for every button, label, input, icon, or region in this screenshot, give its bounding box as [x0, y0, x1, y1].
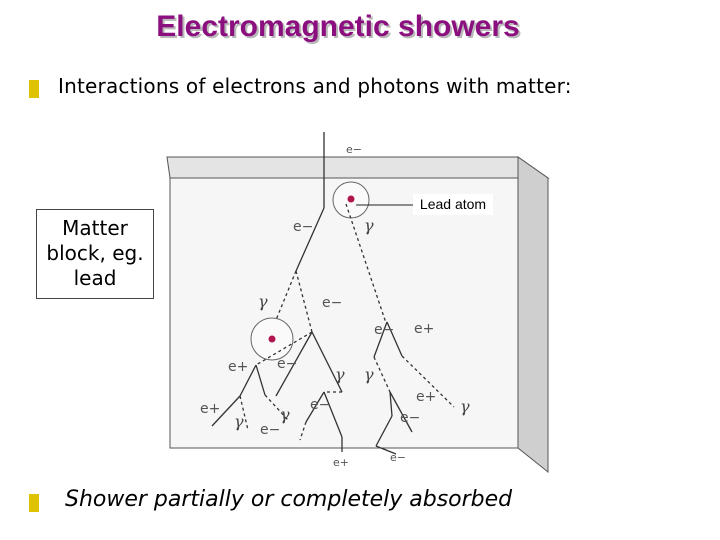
block-side-face: [517, 156, 549, 474]
bullet-marker: [29, 494, 39, 512]
slide-title: Electromagnetic showers: [156, 10, 520, 43]
track-electron: [373, 321, 388, 358]
label-electron: e−: [322, 295, 343, 311]
bullet-text-interactions: Interactions of electrons and photons wi…: [58, 74, 572, 98]
label-positron: e+: [228, 359, 249, 375]
label-positron: e+: [414, 321, 435, 337]
track-electron: [295, 207, 325, 272]
track-electron: [275, 331, 313, 397]
track-photon: [275, 270, 297, 321]
bullet-text-absorbed: Shower partially or completely absorbed: [65, 487, 513, 512]
track-electron: [311, 331, 343, 393]
label-electron: e−: [390, 451, 406, 464]
track-photon: [373, 356, 391, 393]
lead-atom-label: Lead atom: [413, 194, 493, 215]
label-electron: e−: [260, 422, 281, 438]
label-electron: e−: [293, 219, 314, 235]
track-electron: [239, 364, 257, 397]
label-photon: γ: [258, 292, 268, 311]
block-front-face: [169, 177, 519, 449]
track-positron: [305, 391, 325, 423]
track-positron: [211, 395, 241, 427]
label-photon: γ: [335, 365, 345, 384]
label-electron: e−: [277, 356, 298, 372]
label-positron: e+: [416, 389, 437, 405]
track-photon: [401, 355, 455, 408]
track-electron: [389, 391, 393, 417]
label-photon: γ: [364, 365, 374, 384]
label-photon: γ: [234, 412, 244, 431]
track-electron: [375, 445, 397, 455]
matter-block-label: Matter block, eg. lead: [36, 209, 154, 299]
track-electron: [323, 391, 343, 438]
label-incoming-electron: e−: [346, 143, 362, 156]
label-photon: γ: [460, 397, 470, 416]
label-electron: e−: [310, 397, 331, 413]
label-positron: e+: [200, 401, 221, 417]
atom-nucleus-lower: [268, 335, 276, 343]
track-electron: [255, 364, 266, 396]
track-positron: [389, 391, 413, 433]
track-photon: [255, 331, 313, 366]
label-photon: γ: [280, 405, 290, 424]
label-electron: e−: [400, 410, 421, 426]
label-positron: e+: [333, 456, 349, 469]
label-photon: γ: [364, 216, 374, 235]
track-photon: [295, 270, 313, 333]
track-positron: [386, 321, 403, 357]
atom-nucleus-upper: [347, 195, 355, 203]
track-photon: [345, 203, 387, 324]
bullet-marker: [29, 80, 39, 98]
block-top-face: [166, 156, 550, 179]
track-electron: [375, 415, 393, 447]
label-electron: e−: [374, 322, 395, 338]
